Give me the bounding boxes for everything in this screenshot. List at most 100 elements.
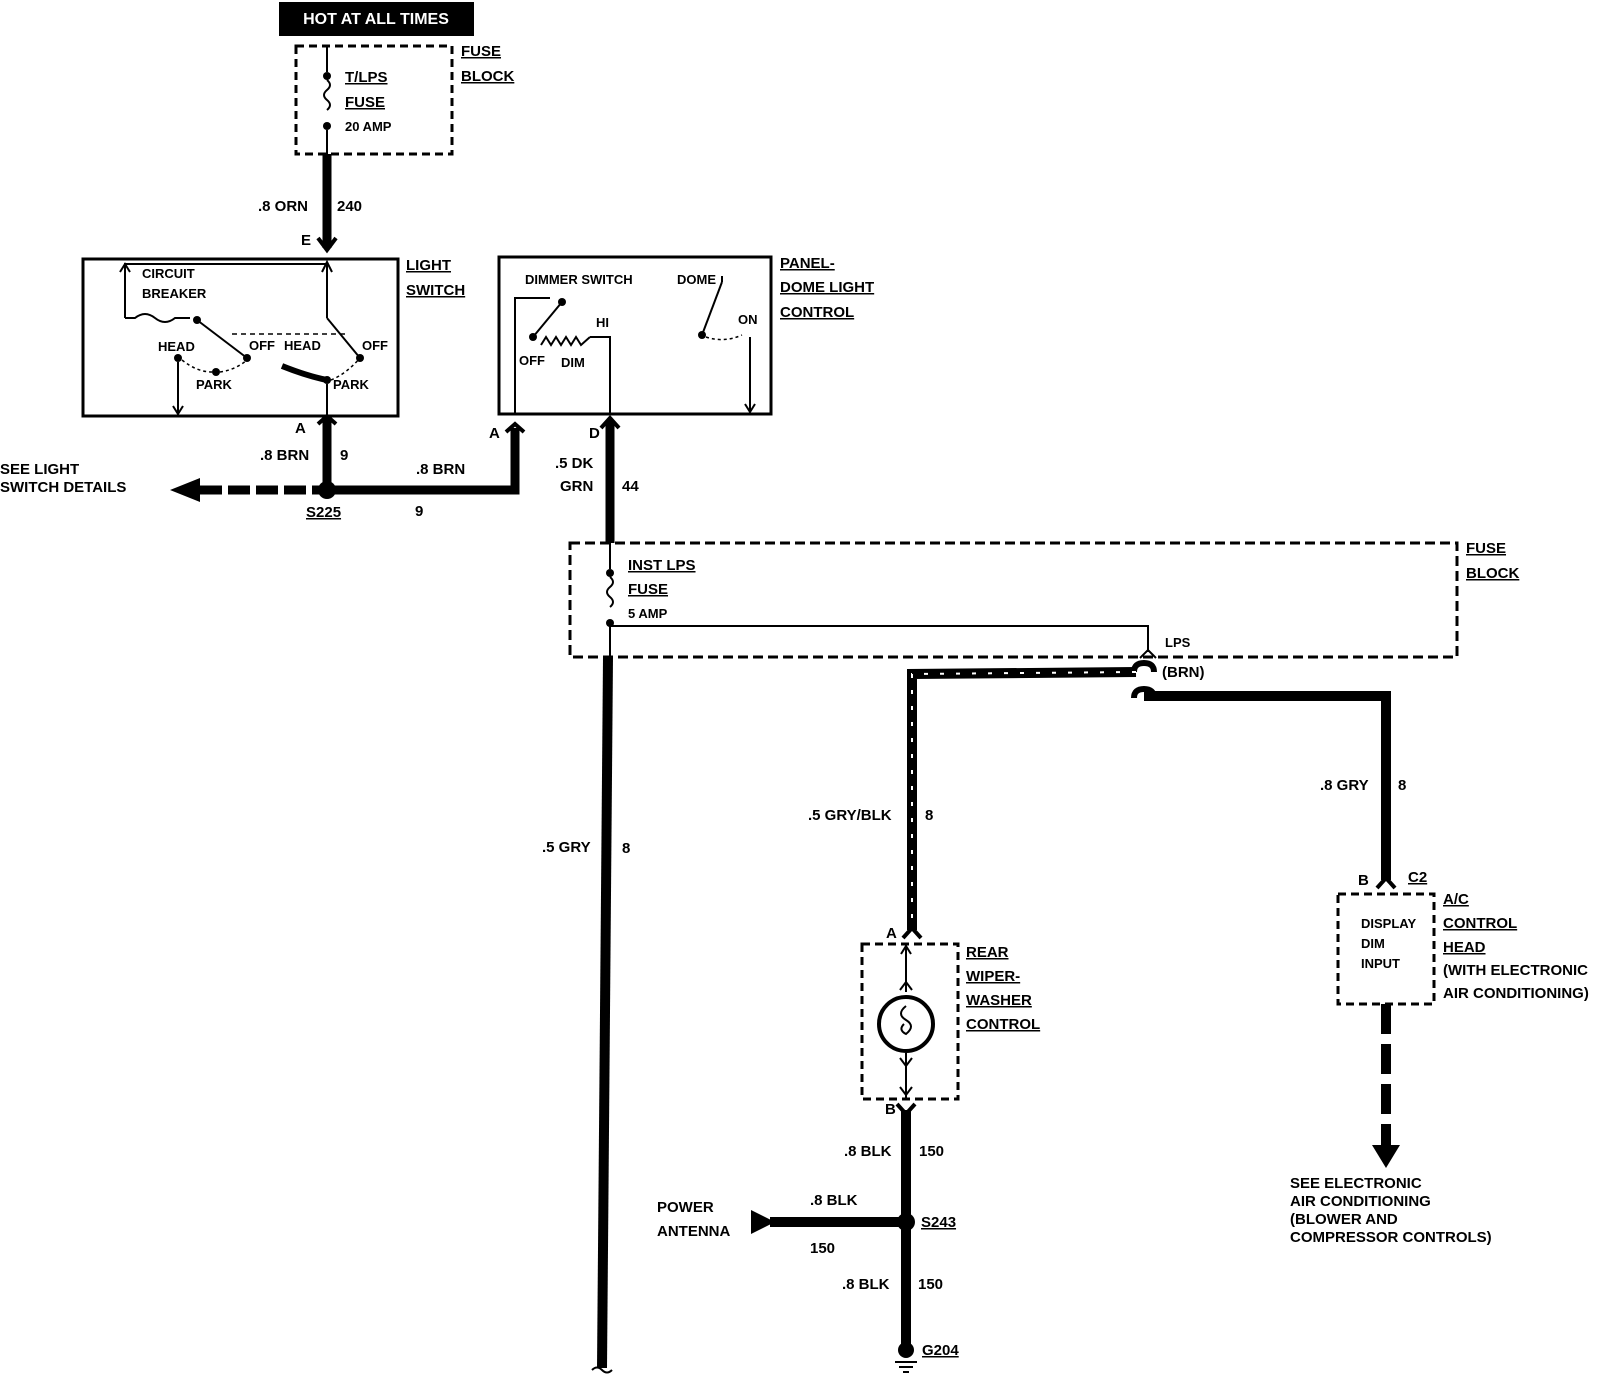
head-label-2: HEAD (284, 338, 321, 353)
light-switch-title-2: SWITCH (406, 282, 465, 299)
connector-d (599, 415, 621, 430)
wire-44-label-2: GRN (560, 478, 593, 495)
circuit-breaker-label-1: CIRCUIT (142, 266, 195, 281)
wire-gry-blk-label: .5 GRY/BLK (808, 807, 892, 824)
see-ac-line-2: AIR CONDITIONING (1290, 1193, 1431, 1210)
dimmer-blade (532, 301, 563, 338)
ground-g204-label: G204 (922, 1342, 959, 1359)
wire-gry-ac-label: .8 GRY (1320, 777, 1369, 794)
pin-b-wiper: B (885, 1101, 896, 1118)
switch-blade-1 (196, 319, 248, 359)
wire-9-b-circuit: 9 (415, 503, 423, 520)
panel-control-title-3: CONTROL (780, 304, 854, 321)
inst-lps-fuse-word: FUSE (628, 581, 668, 598)
light-switch-title-1: LIGHT (406, 257, 451, 274)
wiper-motor-icon (877, 995, 935, 1053)
wire-150-a-circuit: 150 (919, 1143, 944, 1160)
pin-b-ac: B (1358, 872, 1369, 889)
splice-s225-label: S225 (306, 504, 341, 521)
splice-s243-label: S243 (921, 1214, 956, 1231)
inst-lps-fuse-rating: 5 AMP (628, 606, 668, 621)
wire-gry-blk (907, 667, 1137, 930)
panel-control-title-1: PANEL- (780, 255, 835, 272)
ac-title-2: CONTROL (1443, 915, 1517, 932)
ground-icon (895, 1361, 917, 1373)
ac-control-head-box (1336, 892, 1436, 1006)
arrow-antenna-icon (751, 1210, 775, 1234)
wire-44-circuit: 44 (622, 478, 639, 495)
ac-body-line-1: DISPLAY (1361, 916, 1416, 931)
lps-label: LPS (1165, 635, 1191, 650)
fuse-block-top-title-2: BLOCK (461, 68, 514, 85)
pin-d: D (589, 425, 600, 442)
connector-a-light-switch (316, 413, 338, 426)
fuse-block-inst-title-2: BLOCK (1466, 565, 1519, 582)
tlps-fuse-rating: 20 AMP (345, 119, 392, 134)
see-light-line-1: SEE LIGHT (0, 461, 79, 478)
ac-body-line-3: INPUT (1361, 956, 1400, 971)
pin-e: E (301, 232, 311, 249)
connector-c2: C2 (1408, 869, 1427, 886)
pin-a-wiper: A (886, 925, 897, 942)
rear-wiper-control-box (860, 942, 960, 1101)
park-label-1: PARK (196, 377, 232, 392)
fuse-block-inst-title-1: FUSE (1466, 540, 1506, 557)
wire-break-icon (591, 1366, 613, 1374)
head-contact-bar (280, 363, 328, 383)
arrow-down-icon (1372, 1145, 1400, 1168)
wire-240-circuit: 240 (337, 198, 362, 215)
wire-150-b-circuit: 150 (918, 1276, 943, 1293)
wire-9-b-label: .8 BRN (416, 461, 465, 478)
wire-gry-main-circuit: 8 (622, 840, 630, 857)
fuse-element-inst-lps (606, 576, 614, 608)
wire-44-label-1: .5 DK (555, 455, 594, 472)
dimmer-switch-label: DIMMER SWITCH (525, 272, 633, 287)
see-light-line-2: SWITCH DETAILS (0, 479, 126, 496)
see-ac-line-3: (BLOWER AND (1290, 1211, 1398, 1228)
pin-a-light-switch: A (295, 420, 306, 437)
rear-wiper-title-1: REAR (966, 944, 1009, 961)
tlps-fuse-word: FUSE (345, 94, 385, 111)
fuse-block-top (294, 44, 454, 156)
circuit-breaker-label-2: BREAKER (142, 286, 207, 301)
wire-gry-main-label: .5 GRY (542, 839, 591, 856)
connector-b-ac (1375, 875, 1397, 890)
connector-a-panel (504, 421, 526, 434)
wire-150-b-label: .8 BLK (842, 1276, 890, 1293)
wire-gry-ac-circuit: 8 (1398, 777, 1406, 794)
head-label-1: HEAD (158, 339, 195, 354)
switch-blade-2 (326, 317, 361, 359)
wire-9-a-circuit: 9 (340, 447, 348, 464)
arrow-left-icon (170, 478, 200, 502)
wire-150-a-label: .8 BLK (844, 1143, 892, 1160)
light-switch-box (81, 257, 400, 418)
dome-switch-blade (701, 281, 723, 336)
fuse-terminal-bottom (323, 122, 331, 130)
panel-control-title-2: DOME LIGHT (780, 279, 874, 296)
hot-banner-label: HOT AT ALL TIMES (303, 11, 449, 28)
wire-150-ant-label: .8 BLK (810, 1192, 858, 1209)
power-antenna-line-2: ANTENNA (657, 1223, 730, 1240)
dim-label: DIM (561, 355, 585, 370)
panel-dome-control-box (497, 255, 773, 416)
ground-point (898, 1342, 914, 1358)
connector-e (316, 236, 338, 254)
ac-body-line-2: DIM (1361, 936, 1385, 951)
fuse-element-tlps (323, 79, 331, 111)
wire-gry-blk-circuit: 8 (925, 807, 933, 824)
wire-150-ant-circuit: 150 (810, 1240, 835, 1257)
connector-a-wiper (901, 925, 923, 940)
fuse-terminal-top (323, 72, 331, 80)
off-label-dimmer: OFF (519, 353, 545, 368)
rheostat-icon (540, 335, 591, 347)
on-label: ON (738, 312, 758, 327)
wire-9-a-label: .8 BRN (260, 447, 309, 464)
ac-title-4: (WITH ELECTRONIC (1443, 962, 1588, 979)
see-ac-line-4: COMPRESSOR CONTROLS) (1290, 1229, 1492, 1246)
wire-240-label: .8 ORN (258, 198, 308, 215)
circuit-breaker-icon (125, 313, 190, 323)
pin-a-panel: A (489, 425, 500, 442)
wire-gry-ac (1144, 691, 1391, 880)
fuse-block-top-title-1: FUSE (461, 43, 501, 60)
